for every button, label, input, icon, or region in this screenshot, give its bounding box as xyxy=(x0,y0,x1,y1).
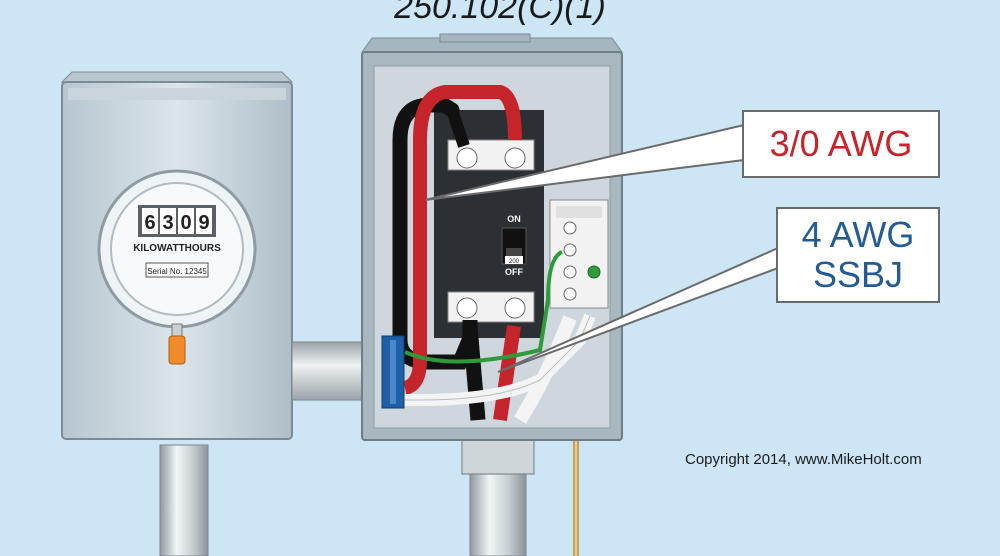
meter-serial: Serial No. 12345 xyxy=(147,267,207,276)
meter-enclosure: 6 3 0 9 KILOWATTHOURS Serial No. 12345 xyxy=(60,71,294,556)
breaker-off-label: OFF xyxy=(505,267,523,277)
meter-digit-1: 6 xyxy=(144,212,155,234)
copyright-notice: Copyright 2014, www.MikeHolt.com xyxy=(685,451,922,468)
meter-digit-2: 3 xyxy=(162,212,173,234)
disconnect-enclosure: ON 200 OFF xyxy=(361,33,623,556)
meter-digit-4: 9 xyxy=(198,212,209,234)
meter-face-label: KILOWATTHOURS xyxy=(133,243,221,254)
bonding-jumper-size-label: 4 AWG xyxy=(801,214,915,255)
phase-conductor-label: 3/0 AWG xyxy=(769,123,913,164)
code-section-title: 250.102(C)(1) xyxy=(394,0,606,26)
bonding-jumper-type-label: SSBJ xyxy=(812,254,904,295)
breaker-on-label: ON xyxy=(507,214,521,224)
phase-conductor-callout: 3/0 AWG xyxy=(742,110,940,178)
breaker-rating: 200 xyxy=(509,259,520,265)
meter-digit-3: 0 xyxy=(180,212,191,234)
bonding-jumper-callout: 4 AWG SSBJ xyxy=(776,207,940,303)
